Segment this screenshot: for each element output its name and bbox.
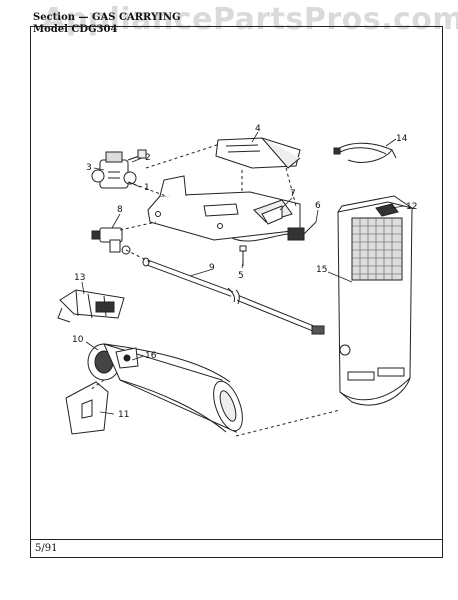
callout-numbers: 1 2 3 4 5 6 7 8 9 10 11 12 13 14 15 16: [72, 124, 417, 420]
burner-housing-part: [215, 137, 301, 169]
callout-11: 11: [118, 410, 129, 420]
callout-9: 9: [209, 263, 215, 273]
wire-harness-part: [333, 142, 397, 163]
callout-1: 1: [144, 183, 150, 193]
callout-15: 15: [316, 265, 327, 275]
clip-part: [375, 203, 399, 217]
igniter-part: [231, 221, 317, 242]
sensor-bracket-part: [261, 205, 283, 225]
callout-13: 13: [74, 273, 85, 283]
callout-4: 4: [255, 124, 261, 134]
model-label: Model: [33, 24, 68, 35]
section-header: Section — GAS CARRYING Model CDG304: [33, 12, 181, 35]
model-value: CDG304: [71, 24, 118, 35]
callout-2: 2: [145, 153, 151, 163]
igniter-bracket-part: [57, 289, 125, 323]
section-label: Section: [33, 12, 76, 23]
callout-8: 8: [117, 205, 123, 215]
callout-16: 16: [145, 351, 157, 361]
callout-3: 3: [86, 163, 92, 173]
callout-10: 10: [72, 335, 84, 345]
callout-7: 7: [290, 189, 296, 199]
callout-14: 14: [396, 134, 408, 144]
gas-valve-part: [91, 149, 147, 189]
callout-12: 12: [406, 202, 417, 212]
gas-pipe-part: [142, 257, 325, 335]
diagram-frame: [30, 26, 443, 558]
combustion-chamber-part: [337, 195, 413, 406]
burner-tube-part: [87, 343, 243, 433]
callout-5: 5: [238, 271, 244, 281]
burner-mount-part: [65, 381, 109, 435]
footer-rule: [30, 539, 443, 540]
watermark: AppliancePartsPros.com: [42, 2, 458, 37]
callout-6: 6: [315, 201, 321, 211]
callout-leaders: [81, 131, 405, 415]
revision-date: 5/91: [35, 543, 58, 554]
valve-fitting-part: [91, 227, 131, 255]
section-value: GAS CARRYING: [92, 12, 181, 23]
